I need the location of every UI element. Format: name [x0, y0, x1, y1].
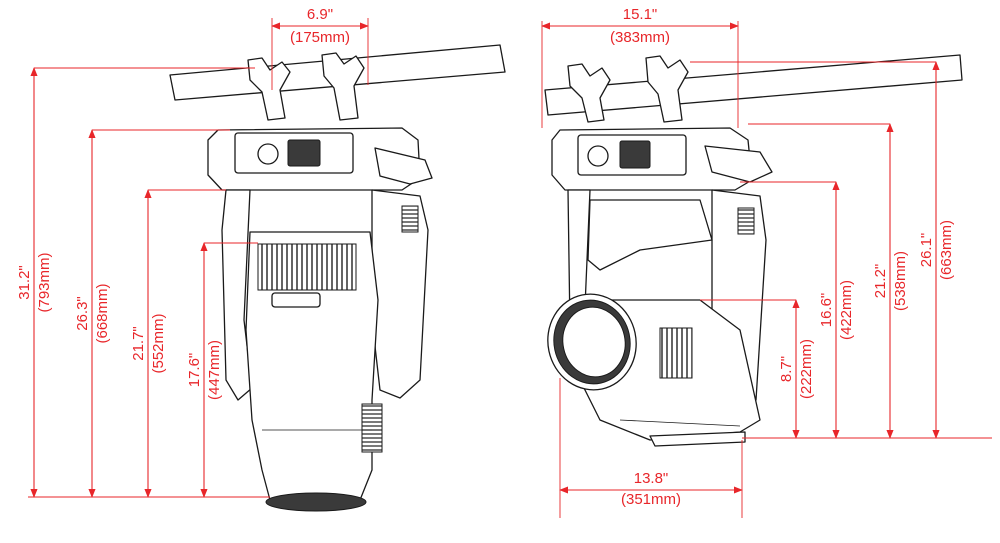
lens-glass: [562, 306, 626, 378]
display-screen-right: [619, 140, 651, 169]
front-body-metric: (538mm): [892, 251, 909, 311]
yoke-vent-right: [737, 207, 755, 235]
head-bottom-plate: [649, 431, 746, 447]
front-top-width-metric: (383mm): [610, 29, 670, 46]
dimension-lines: 31.2"(793mm) 26.3"(668mm) 21.7"(552mm) 17.6…: [16, 6, 992, 518]
head-vent-grille: [257, 243, 357, 291]
front-body-imperial: 21.2": [872, 264, 889, 299]
side-head-imperial: 17.6": [186, 353, 203, 388]
yoke-top-block: [587, 199, 713, 271]
front-lens-metric: (222mm): [798, 339, 815, 399]
side-total-imperial: 31.2": [16, 265, 33, 300]
side-yoke-metric: (552mm): [150, 313, 167, 373]
front-top-width-imperial: 15.1": [623, 6, 658, 23]
side-top-width-metric: (175mm): [290, 29, 350, 46]
side-body-metric: (668mm): [94, 283, 111, 343]
side-view-fixture: [169, 44, 506, 512]
yoke-vent: [401, 205, 419, 233]
base-handle-right: [704, 145, 773, 183]
base-handle: [374, 147, 433, 185]
control-dial-right: [587, 145, 609, 167]
yoke-arm-left: [221, 189, 253, 401]
clamp-left-right-view: [567, 63, 611, 123]
side-yoke-imperial: 21.7": [130, 326, 147, 361]
front-view-fixture: [544, 54, 963, 447]
head-handle: [271, 292, 321, 308]
side-head-metric: (447mm): [206, 340, 223, 400]
front-bottom-width-imperial: 13.8": [634, 470, 669, 487]
head-seam-right: [619, 419, 741, 427]
side-body-imperial: 26.3": [74, 296, 91, 331]
clamp-right: [321, 52, 365, 121]
yoke-arm-right: [371, 189, 429, 399]
front-yoke-imperial: 16.6": [818, 293, 835, 328]
clamp-left: [247, 57, 291, 121]
display-screen: [287, 139, 321, 167]
front-lens-imperial: 8.7": [778, 356, 795, 382]
head-side-vent: [361, 403, 383, 453]
clamp-right-right-view: [645, 55, 689, 123]
side-top-width-imperial: 6.9": [307, 6, 333, 23]
front-total-metric: (663mm): [938, 220, 955, 280]
truss-pipe-right: [544, 54, 963, 116]
front-lens: [265, 492, 367, 512]
front-bottom-width-metric: (351mm): [621, 491, 681, 508]
front-yoke-metric: (422mm): [838, 280, 855, 340]
control-dial: [257, 143, 279, 165]
head-vent-right: [659, 327, 693, 379]
side-total-metric: (793mm): [36, 252, 53, 312]
front-total-imperial: 26.1": [918, 233, 935, 268]
